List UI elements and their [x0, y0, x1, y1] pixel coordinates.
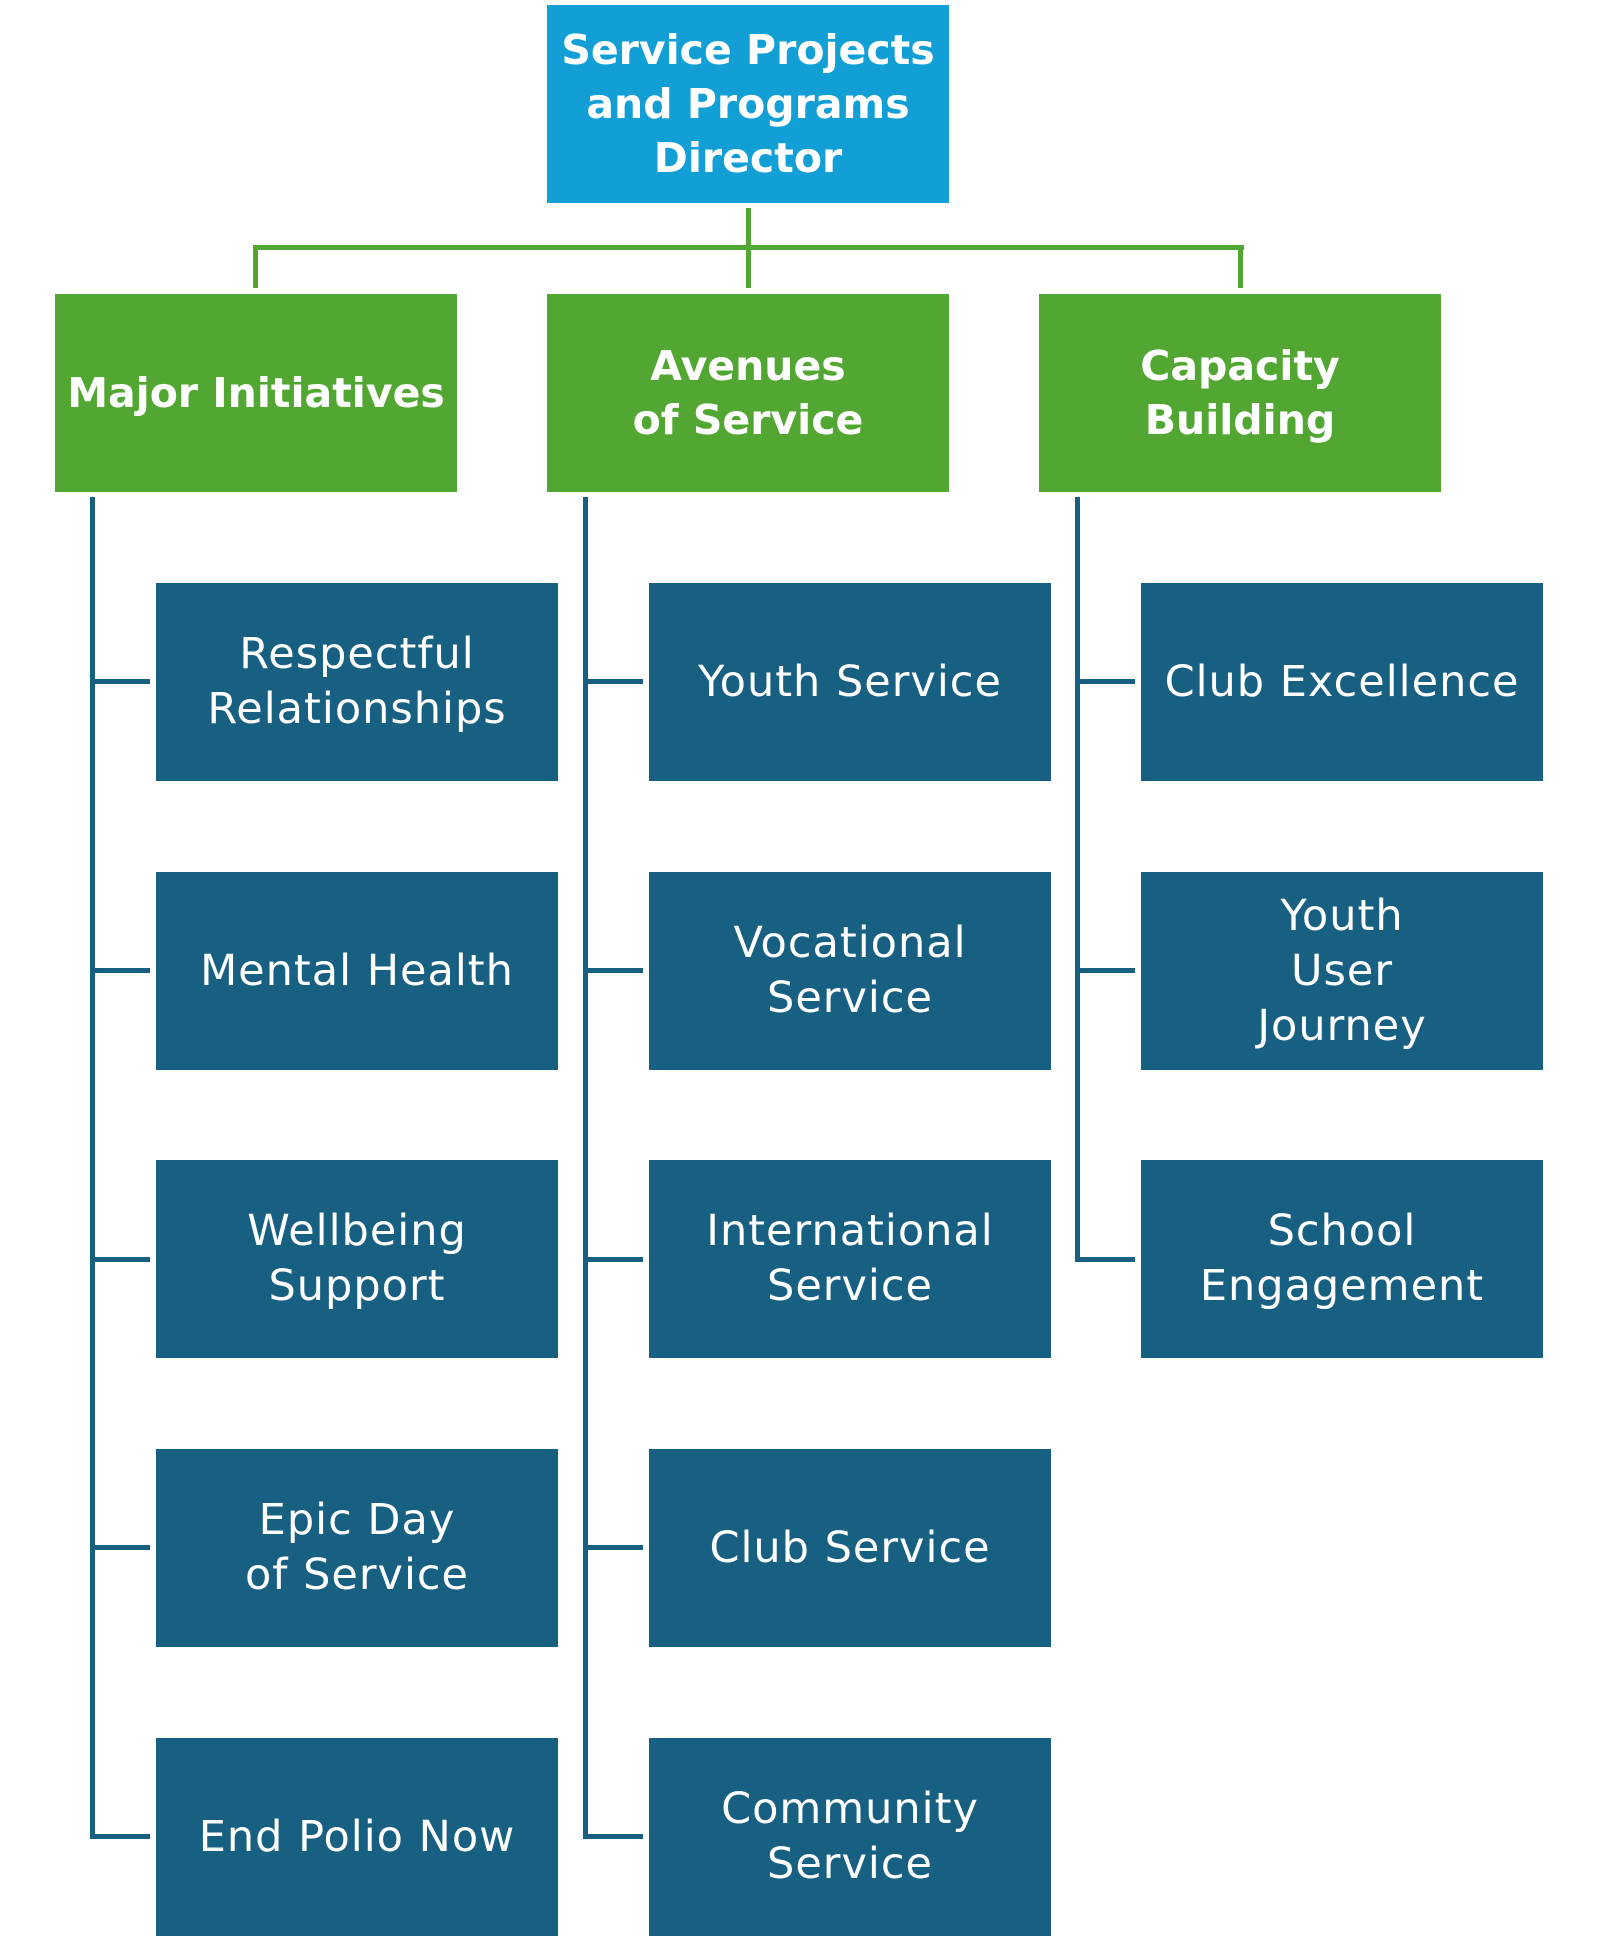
leaf-box: Club Excellence	[1141, 583, 1543, 781]
connector-vertical-2	[1075, 497, 1080, 1262]
leaf-label: Youth User Journey	[1257, 890, 1427, 1051]
connector-h	[1075, 1257, 1135, 1262]
leaf-label: Club Excellence	[1164, 656, 1520, 707]
branch-avenues-of-service: Avenues of Service	[547, 294, 949, 492]
leaf-label: Respectful Relationships	[207, 629, 507, 734]
leaf-box: Vocational Service	[649, 872, 1051, 1070]
director-label: Service Projects and Programs Director	[561, 26, 935, 182]
leaf-label: Vocational Service	[733, 918, 967, 1023]
director-box: Service Projects and Programs Director	[547, 5, 949, 203]
connector-h	[1075, 679, 1135, 684]
leaf-label: Mental Health	[200, 945, 514, 996]
leaf-box: Community Service	[649, 1738, 1051, 1936]
connector-h	[583, 1834, 643, 1839]
leaf-box: Mental Health	[156, 872, 558, 1070]
connector-h	[583, 1545, 643, 1550]
leaf-label: Youth Service	[698, 656, 1002, 707]
branch-label: Capacity Building	[1140, 342, 1340, 444]
leaf-label: Club Service	[709, 1522, 991, 1573]
connector-h	[90, 1545, 150, 1550]
connector-h	[583, 968, 643, 973]
leaf-label: School Engagement	[1199, 1206, 1485, 1311]
connector-h	[583, 679, 643, 684]
leaf-box: Respectful Relationships	[156, 583, 558, 781]
leaf-box: Epic Day of Service	[156, 1449, 558, 1647]
connector-vertical-1	[583, 497, 588, 1839]
connector-vertical-0	[90, 497, 95, 1839]
leaf-label: International Service	[706, 1206, 994, 1311]
branch-capacity-building: Capacity Building	[1039, 294, 1441, 492]
branch-label: Avenues of Service	[632, 342, 864, 444]
leaf-box: International Service	[649, 1160, 1051, 1358]
leaf-box: Club Service	[649, 1449, 1051, 1647]
leaf-box: Wellbeing Support	[156, 1160, 558, 1358]
connector-branch-2	[1238, 245, 1243, 288]
leaf-label: End Polio Now	[198, 1811, 516, 1862]
leaf-box: Youth User Journey	[1141, 872, 1543, 1070]
connector-branch-0	[253, 245, 258, 288]
connector-h	[1075, 968, 1135, 973]
connector-h	[583, 1257, 643, 1262]
leaf-box: School Engagement	[1141, 1160, 1543, 1358]
connector-h	[90, 679, 150, 684]
leaf-label: Community Service	[721, 1784, 979, 1889]
connector-h	[90, 1834, 150, 1839]
leaf-box: Youth Service	[649, 583, 1051, 781]
leaf-label: Epic Day of Service	[244, 1495, 470, 1600]
leaf-label: Wellbeing Support	[247, 1206, 467, 1311]
branch-label: Major Initiatives	[67, 369, 445, 417]
connector-h	[90, 1257, 150, 1262]
connector-h	[90, 968, 150, 973]
leaf-box: End Polio Now	[156, 1738, 558, 1936]
branch-major-initiatives: Major Initiatives	[55, 294, 457, 492]
connector-horizontal	[253, 245, 1244, 250]
